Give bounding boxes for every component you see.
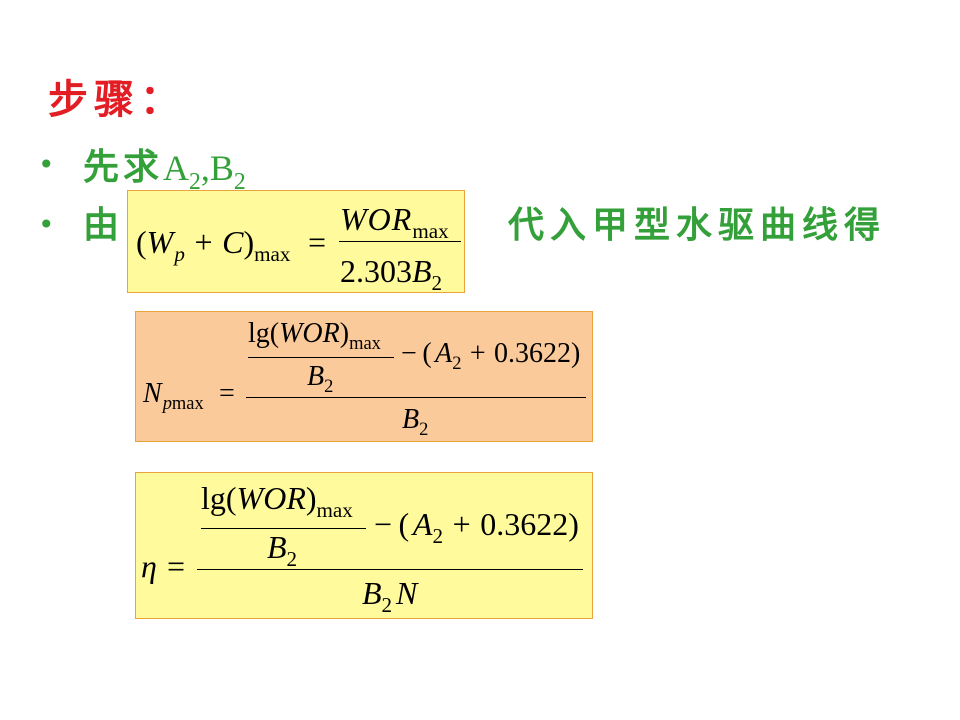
equals-sign: =	[219, 378, 235, 409]
variable-wor: WOR	[340, 201, 413, 237]
variable-a: A	[435, 338, 453, 369]
variable-b: B	[402, 404, 420, 435]
subscript-2: 2	[452, 353, 462, 374]
main-fraction-bar	[197, 569, 583, 570]
variable-a: A	[412, 506, 433, 542]
variable-b: B	[362, 575, 382, 611]
plus-sign: +	[452, 506, 471, 542]
constant: 0.3622	[480, 506, 569, 542]
variable-b: B	[307, 361, 325, 392]
plus-sign: +	[469, 338, 486, 369]
bullet-2-text-after: 代入甲型水驱曲线得	[508, 205, 887, 246]
open-paren: (	[422, 338, 432, 369]
inner-denominator: B2	[307, 361, 333, 396]
main-denominator: B2	[402, 404, 428, 439]
equals-sign: =	[167, 548, 186, 584]
formula-1-lhs: (Wp +C)max	[136, 224, 290, 265]
inner-numerator: lg(WOR)max	[201, 480, 353, 521]
open-paren: (	[136, 224, 147, 260]
subscript-max: max	[171, 393, 204, 414]
subscript-2: 2	[419, 419, 429, 440]
close-paren: )	[339, 318, 350, 349]
formula-1-denominator: 2.303B2	[340, 253, 442, 294]
bullet-1-b-subscript: 2	[233, 169, 246, 196]
subscript-max: max	[254, 242, 291, 267]
subscript-p: p	[162, 393, 172, 414]
formula-2-lhs: Npmax	[143, 378, 204, 413]
bullet-2-text: 由	[83, 205, 120, 246]
fraction-bar	[339, 241, 461, 242]
subscript-p: p	[174, 242, 185, 267]
main-fraction-bar	[246, 397, 586, 398]
equals-sign: =	[308, 224, 327, 260]
formula-1-numerator: WORmax	[340, 201, 449, 242]
slide-title: 步骤：	[48, 77, 186, 123]
open-paren: (	[398, 506, 410, 542]
inner-fraction-bar	[201, 528, 366, 529]
variable-n: N	[395, 575, 418, 611]
bullet-marker-1: •	[38, 148, 55, 181]
inner-numerator: lg(WOR)max	[248, 318, 381, 353]
variable-c: C	[222, 224, 244, 260]
subscript-max: max	[349, 333, 381, 354]
variable-wor: WOR	[236, 480, 306, 516]
subtracted-term: −(A2 +0.3622)	[374, 506, 579, 547]
constant: 2.303	[340, 253, 412, 289]
bullet-1-a-subscript: 2	[189, 169, 201, 196]
subscript-max: max	[316, 498, 353, 523]
variable-b: B	[412, 253, 432, 289]
minus-sign: −	[401, 338, 417, 369]
lg-function: lg(	[201, 480, 237, 516]
variable-eta: η	[141, 548, 157, 584]
bullet-1-b: B	[209, 148, 234, 188]
lg-function: lg(	[248, 318, 280, 349]
minus-sign: −	[374, 506, 393, 542]
bullet-1-a: A	[163, 148, 189, 188]
subtracted-term: −(A2 +0.3622)	[401, 338, 581, 373]
subscript-max: max	[412, 219, 449, 244]
variable-b: B	[267, 529, 287, 565]
subscript-2: 2	[324, 376, 334, 397]
bullet-1-math: A2,B2	[163, 148, 246, 194]
variable-w: W	[146, 224, 174, 260]
subscript-2: 2	[381, 593, 393, 618]
inner-denominator: B2	[267, 529, 297, 570]
formula-box-1: (Wp+C)max = WORmax 2.303B2	[127, 190, 465, 294]
variable-wor: WOR	[279, 318, 340, 349]
subscript-2: 2	[431, 271, 443, 296]
variable-n: N	[143, 378, 162, 409]
subscript-2: 2	[432, 524, 444, 549]
bullet-marker-2: •	[38, 208, 55, 241]
bullet-1-text: 先求	[83, 147, 164, 188]
inner-fraction-bar	[248, 357, 394, 358]
close-paren: )	[243, 224, 255, 260]
subscript-2: 2	[286, 547, 298, 572]
bullet-1-separator: ,	[200, 148, 210, 188]
close-paren: )	[571, 338, 581, 369]
constant: 0.3622	[494, 338, 571, 369]
formula-box-2: Npmax = lg(WOR)max B2 −(A2+0.3622) B2	[135, 311, 593, 442]
close-paren: )	[305, 480, 317, 516]
plus-sign: +	[194, 224, 213, 260]
close-paren: )	[568, 506, 579, 542]
